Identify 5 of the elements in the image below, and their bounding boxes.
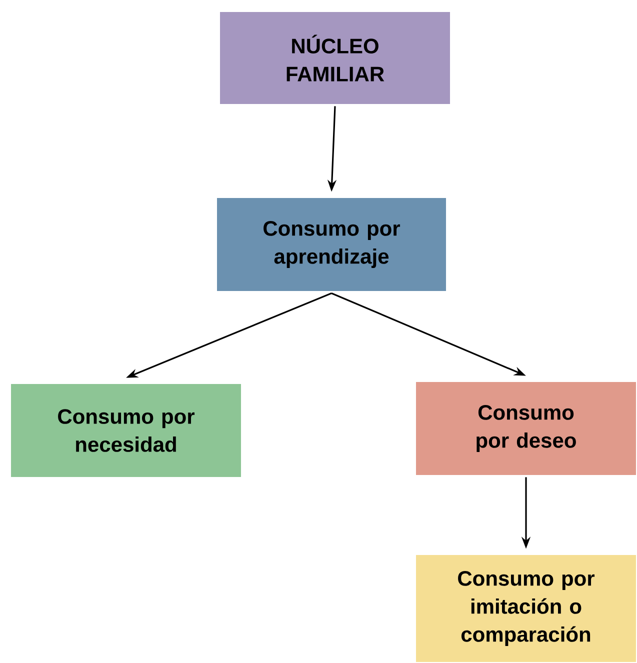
- process-box: NÚCLEO FAMILIAR: [220, 12, 450, 104]
- process-box: Consumo por deseo: [416, 382, 636, 475]
- process-box: Consumo por aprendizaje: [217, 198, 446, 291]
- process-box: Consumo por imitación o comparación: [416, 555, 636, 662]
- process-box: Consumo por necesidad: [11, 384, 241, 477]
